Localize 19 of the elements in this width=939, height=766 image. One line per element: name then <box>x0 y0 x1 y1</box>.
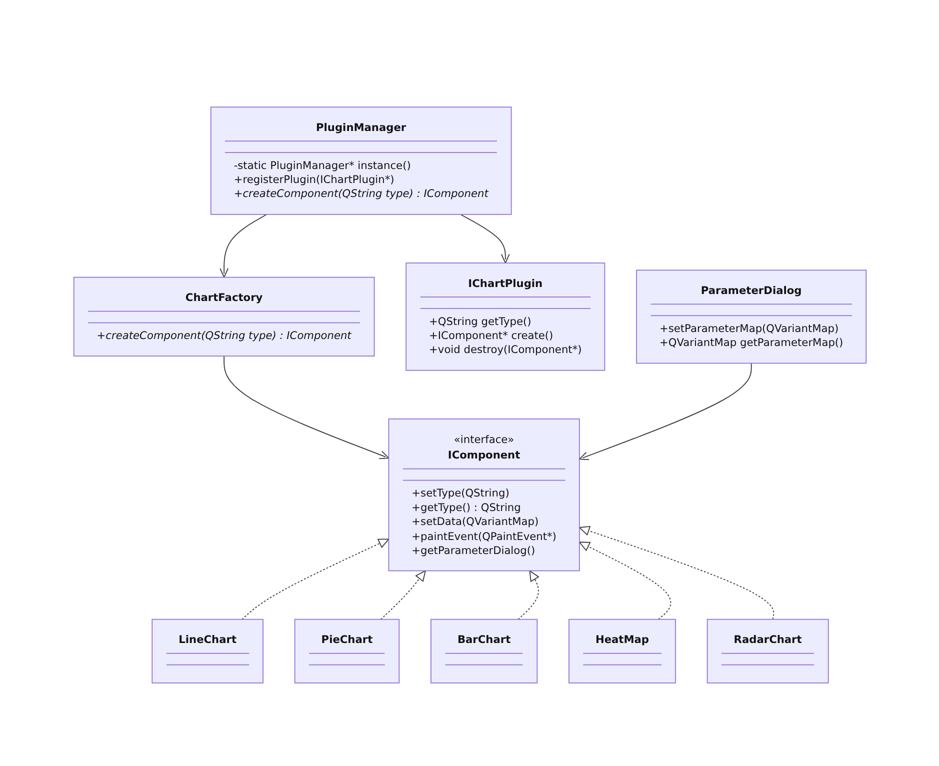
arrow <box>460 214 510 264</box>
node-box: HeatMap <box>568 618 676 684</box>
node-box: «interface» IComponent +setType(QString) +getType() : QString +setData(QVariantMap) +paintEvent(QPaintEvent*) +getParameterDialog() <box>388 418 580 572</box>
node-box: PluginManager -static PluginManager* instance() +registerPlugin(IChartPlugin*) +createComponent(QString type) : IComponent <box>210 106 512 215</box>
arrow <box>578 362 752 460</box>
node-box: ParameterDialog +setParameterMap(QVariantMap) +QVariantMap getParameterMap() <box>636 270 867 364</box>
arrow <box>224 356 390 460</box>
arrow <box>380 570 426 620</box>
node-box: LineChart <box>152 618 264 684</box>
node-box: RadarChart <box>706 618 829 684</box>
arrow <box>578 542 672 620</box>
node-box: BarChart <box>430 618 538 684</box>
arrow <box>518 570 539 620</box>
arrow <box>242 538 390 620</box>
node-box: IChartPlugin +QString getType() +IComponent* create() +void destroy(IComponent*) <box>406 262 606 371</box>
arrow <box>578 526 774 620</box>
arrow <box>220 214 268 278</box>
node-box: PieChart <box>294 618 400 684</box>
node-box: ChartFactory +createComponent(QString type) : IComponent <box>73 276 375 356</box>
